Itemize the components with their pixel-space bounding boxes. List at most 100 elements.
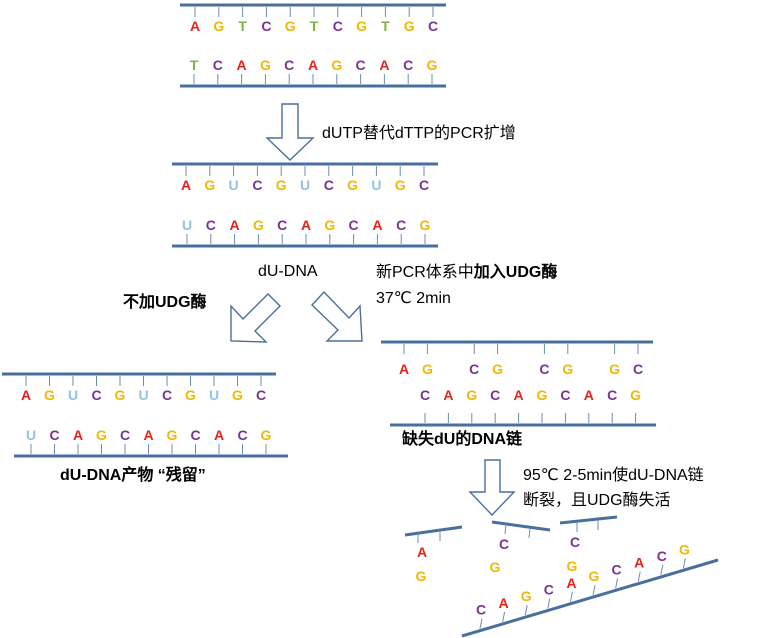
- base-C: C: [190, 427, 200, 443]
- base-C: C: [570, 534, 580, 550]
- base-G: G: [232, 387, 243, 403]
- base-C: C: [544, 582, 554, 598]
- base-C: C: [476, 602, 486, 618]
- base-G: G: [285, 18, 296, 34]
- du-dna-label: dU-DNA: [258, 263, 318, 280]
- fragment-backbone: [491, 520, 551, 532]
- base-C: C: [657, 548, 667, 564]
- base-G: G: [261, 427, 272, 443]
- base-T: T: [190, 57, 199, 73]
- base-C: C: [560, 387, 570, 403]
- step3-line1: 95℃ 2-5min使dU-DNA链: [523, 466, 704, 484]
- base-C: C: [403, 57, 413, 73]
- step2-line1: 新PCR体系中加入UDG酶: [376, 262, 557, 281]
- base-A: A: [190, 18, 200, 34]
- base-G: G: [185, 387, 196, 403]
- down-arrow-1: [265, 103, 315, 161]
- base-U: U: [68, 387, 78, 403]
- base-tick: [615, 578, 619, 589]
- base-C: C: [499, 536, 509, 552]
- missing-du-label: 缺失dU的DNA链: [402, 429, 523, 448]
- base-G: G: [490, 559, 501, 575]
- base-G: G: [395, 177, 406, 193]
- base-A: A: [566, 575, 576, 591]
- base-G: G: [331, 57, 342, 73]
- base-G: G: [204, 177, 215, 193]
- base-G: G: [96, 427, 107, 443]
- base-C: C: [252, 177, 262, 193]
- base-A: A: [499, 595, 509, 611]
- base-A: A: [379, 57, 389, 73]
- base-A: A: [73, 427, 83, 443]
- base-tick: [547, 598, 551, 609]
- base-tick: [569, 591, 573, 602]
- base-tick: [479, 618, 483, 629]
- base-C: C: [324, 177, 334, 193]
- base-C: C: [237, 427, 247, 443]
- base-C: C: [213, 57, 223, 73]
- base-T: T: [310, 18, 319, 34]
- base-A: A: [634, 555, 644, 571]
- base-tick: [524, 605, 528, 616]
- bottom-strand-backbone: [461, 558, 719, 638]
- base-U: U: [182, 217, 192, 233]
- base-C: C: [277, 217, 287, 233]
- no-udg-label: 不加UDG酶: [123, 292, 207, 311]
- base-C: C: [49, 427, 59, 443]
- base-C: C: [539, 361, 549, 377]
- base-U: U: [300, 177, 310, 193]
- step1-label: dUTP替代dTTP的PCR扩增: [322, 124, 516, 142]
- base-T: T: [381, 18, 390, 34]
- base-G: G: [567, 558, 578, 574]
- base-G: G: [213, 18, 224, 34]
- base-A: A: [181, 177, 191, 193]
- base-T: T: [238, 18, 247, 34]
- step2-line2: 37℃ 2min: [376, 290, 451, 307]
- base-C: C: [428, 18, 438, 34]
- base-tick: [502, 611, 506, 623]
- base-G: G: [356, 18, 367, 34]
- down-arrow-2: [468, 459, 516, 517]
- base-C: C: [206, 217, 216, 233]
- base-A: A: [143, 427, 153, 443]
- base-G: G: [422, 361, 433, 377]
- base-C: C: [420, 387, 430, 403]
- step2-line1-plain: 新PCR体系中: [376, 263, 474, 281]
- right-diagonal-arrow: [311, 290, 363, 342]
- base-tick: [682, 558, 686, 569]
- base-A: A: [237, 57, 247, 73]
- base-C: C: [396, 217, 406, 233]
- base-G: G: [630, 387, 641, 403]
- base-C: C: [490, 387, 500, 403]
- base-C: C: [633, 361, 643, 377]
- base-G: G: [609, 361, 620, 377]
- base-C: C: [284, 57, 294, 73]
- base-A: A: [372, 217, 382, 233]
- base-G: G: [347, 177, 358, 193]
- base-C: C: [419, 177, 429, 193]
- base-tick: [660, 564, 664, 576]
- base-C: C: [612, 561, 622, 577]
- base-U: U: [138, 387, 148, 403]
- base-U: U: [209, 387, 219, 403]
- base-A: A: [308, 57, 318, 73]
- base-A: A: [443, 387, 453, 403]
- base-C: C: [356, 57, 366, 73]
- base-A: A: [399, 361, 409, 377]
- base-G: G: [404, 18, 415, 34]
- base-G: G: [589, 568, 600, 584]
- base-U: U: [229, 177, 239, 193]
- step2-line1-bold: 加入UDG酶: [473, 262, 558, 281]
- base-C: C: [162, 387, 172, 403]
- base-G: G: [427, 57, 438, 73]
- base-A: A: [214, 427, 224, 443]
- base-C: C: [333, 18, 343, 34]
- base-G: G: [679, 541, 690, 557]
- base-C: C: [256, 387, 266, 403]
- base-tick: [592, 585, 596, 596]
- base-tick: [637, 571, 641, 582]
- base-G: G: [44, 387, 55, 403]
- base-G: G: [167, 427, 178, 443]
